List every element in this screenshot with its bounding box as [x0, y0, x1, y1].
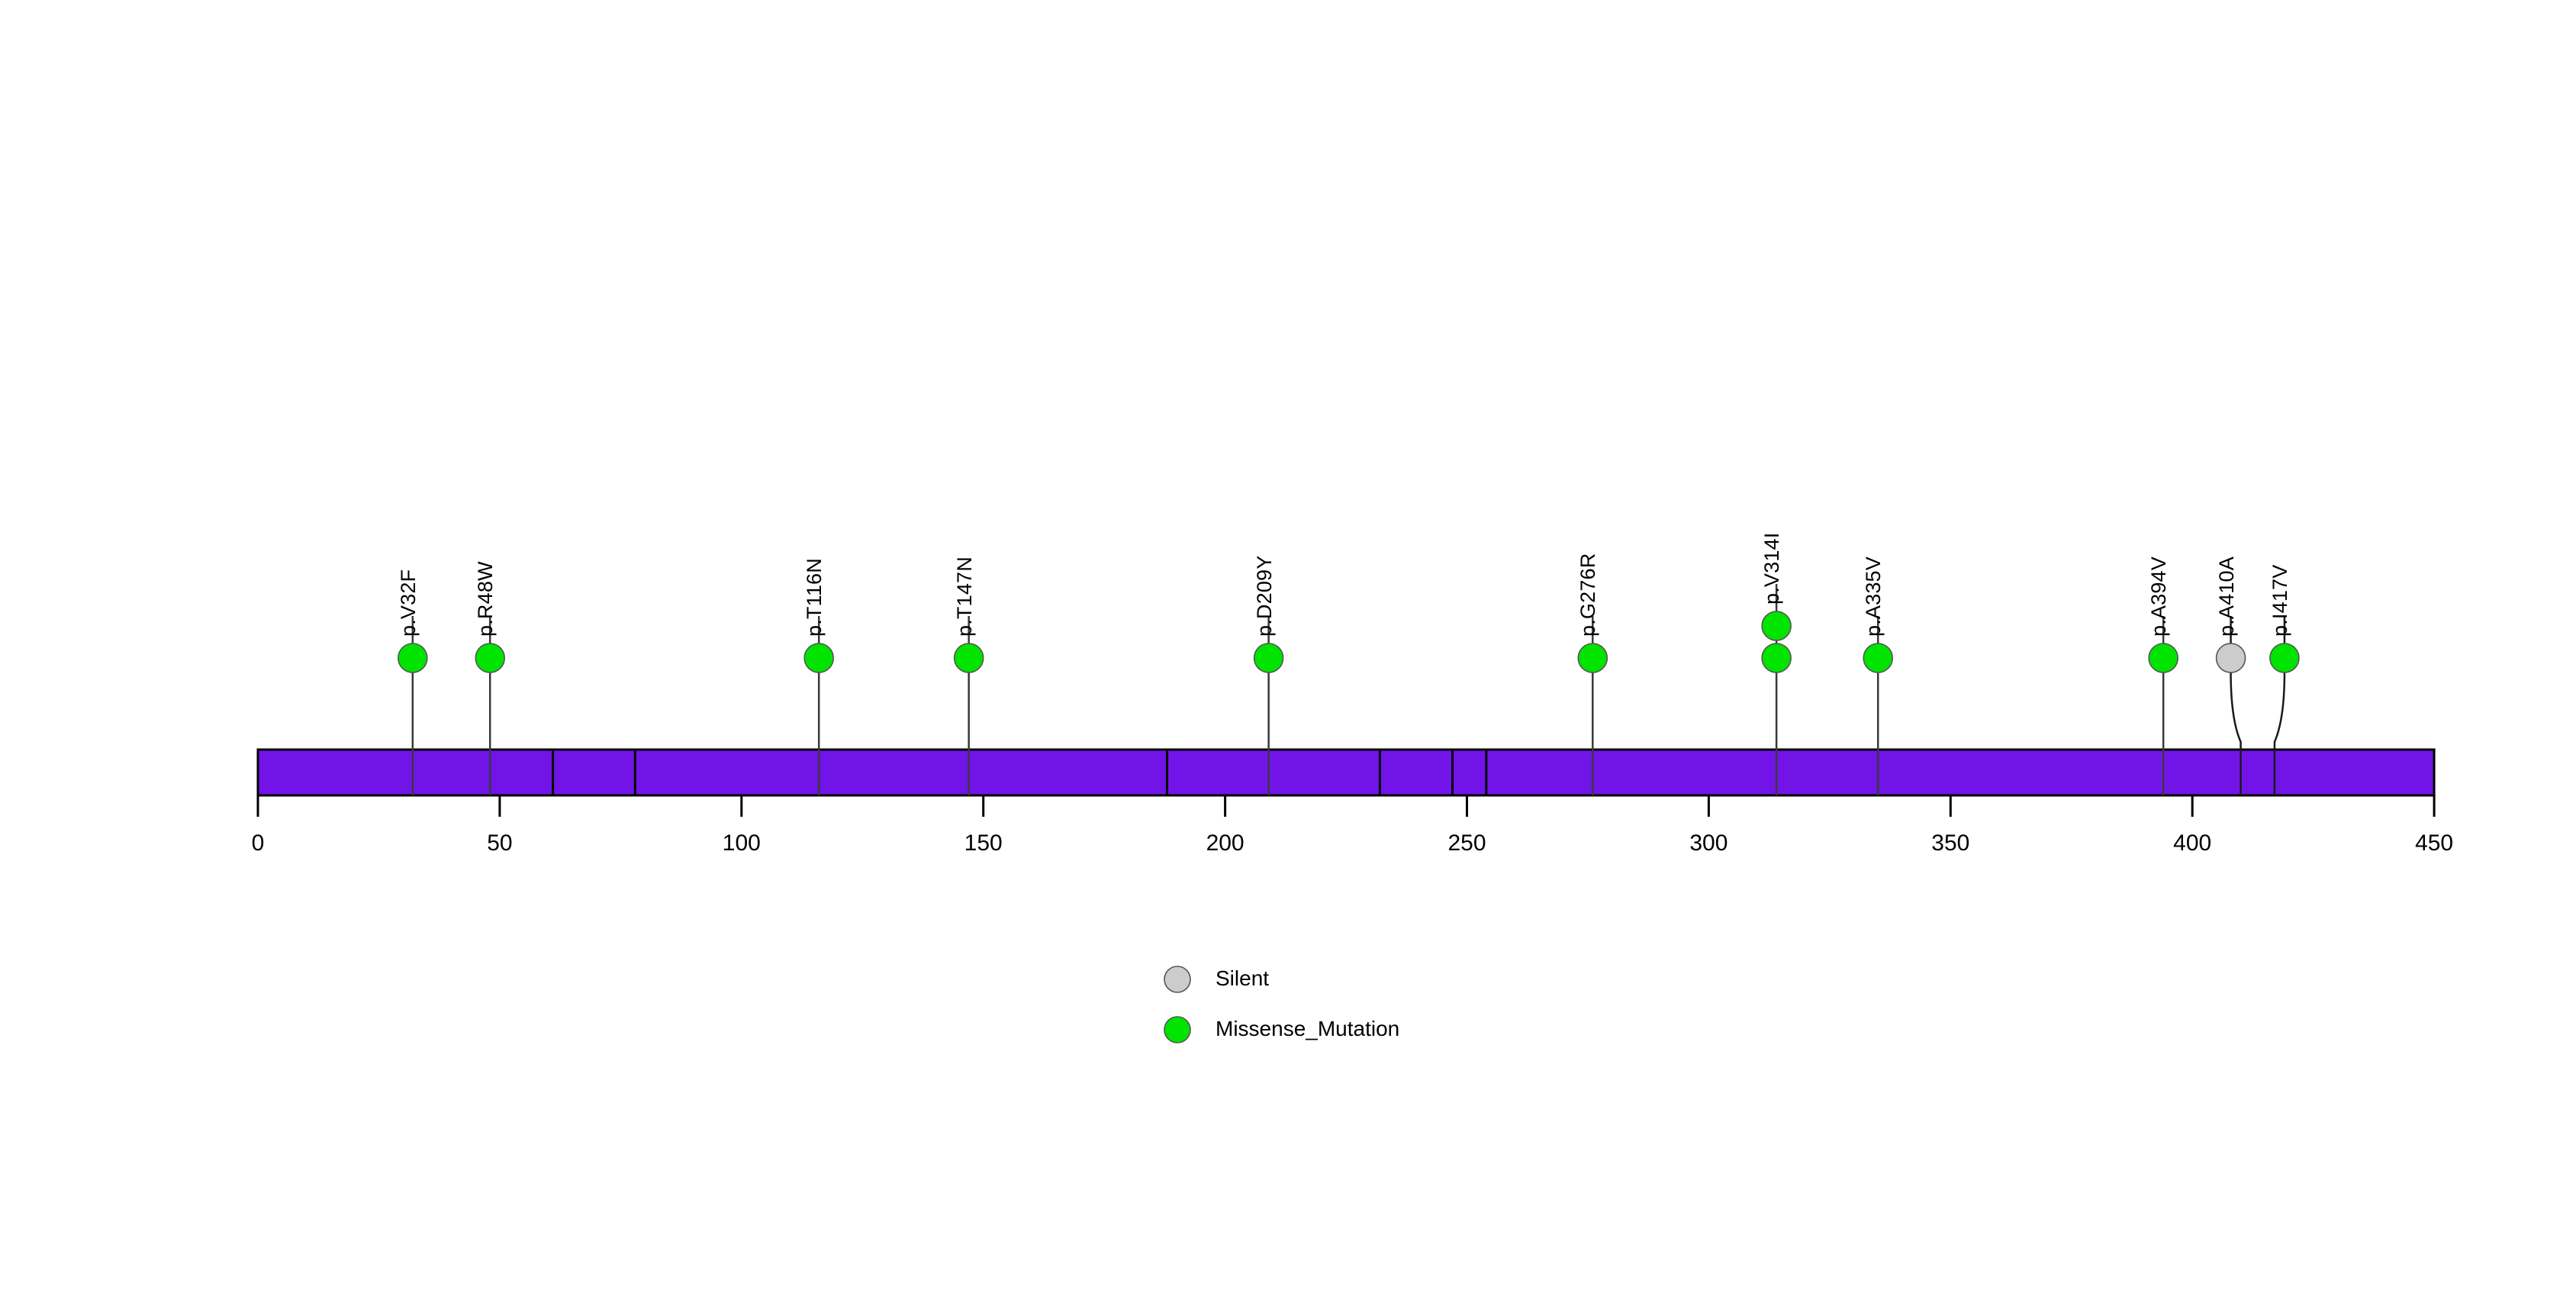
protein-bar — [256, 748, 2436, 797]
axis-tick-label: 50 — [487, 830, 513, 856]
axis-tick-label: 400 — [2173, 830, 2212, 856]
mutation-label: p.V314I — [1760, 532, 1784, 605]
mutation-label: p.I417V — [2268, 564, 2291, 637]
axis-tick-label: 300 — [1689, 830, 1728, 856]
mutation-label: p.R48W — [474, 561, 497, 637]
mutation-label: p.A410A — [2214, 556, 2238, 637]
axis-tick-label: 250 — [1447, 830, 1486, 856]
mutation-label: p.T116N — [803, 558, 826, 637]
axis-tick-label: 0 — [251, 830, 265, 856]
mutation-label: p.T147N — [952, 556, 976, 637]
axis-tick-label: 150 — [964, 830, 1003, 856]
lollipop-head[interactable] — [398, 643, 428, 673]
lollipop-head[interactable] — [1577, 643, 1608, 673]
lollipop-stem — [2230, 616, 2242, 795]
mutation-label: p.D209Y — [1252, 555, 1276, 637]
legend-label[interactable]: Missense_Mutation — [1216, 1017, 1400, 1040]
lollipop-head[interactable] — [803, 643, 835, 673]
lollipop-head[interactable] — [1253, 643, 1284, 673]
mutation-label: p.G276R — [1576, 553, 1600, 637]
lollipop-head[interactable] — [2215, 643, 2246, 673]
axis-tick-label: 200 — [1206, 830, 1245, 856]
axis-tick-label: 350 — [1931, 830, 1970, 856]
legend-swatch[interactable] — [1164, 1016, 1191, 1043]
lollipop-head[interactable] — [2148, 643, 2178, 673]
mutation-label: p.A394V — [2147, 556, 2171, 637]
legend-label[interactable]: Silent — [1216, 966, 1270, 990]
lollipop-head[interactable] — [1761, 611, 1792, 641]
lollipop-head[interactable] — [953, 643, 984, 673]
legend-swatch[interactable] — [1164, 966, 1191, 993]
mutation-label: p.A335V — [1862, 556, 1885, 637]
lollipop-head[interactable] — [1863, 643, 1894, 673]
lollipop-head[interactable] — [475, 643, 506, 673]
lollipop-head[interactable] — [2269, 643, 2300, 673]
axis-tick-label: 450 — [2415, 830, 2454, 856]
lollipop-head[interactable] — [1761, 643, 1792, 673]
axis-tick-label: 100 — [722, 830, 761, 856]
mutation-label: p.V32F — [396, 569, 420, 637]
lollipop-stem — [2273, 616, 2286, 795]
